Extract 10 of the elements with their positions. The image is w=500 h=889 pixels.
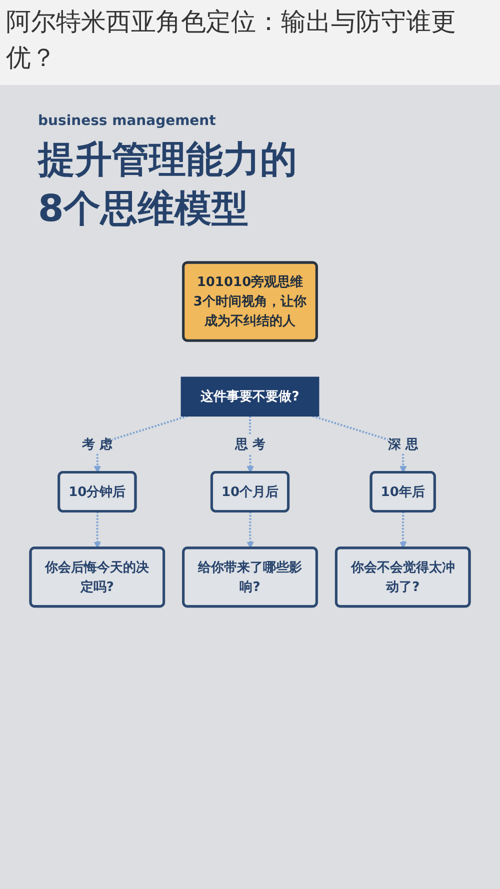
category-tag: business management: [38, 112, 216, 128]
node-box: 这件事要不要做?: [180, 377, 320, 417]
edge-label: 考 虑: [82, 436, 113, 452]
arrow: [246, 512, 254, 549]
page-title: 阿尔特米西亚角色定位：输出与防守谁更优？: [6, 7, 456, 72]
main-heading: 提升管理能力的8个思维模型: [38, 136, 298, 232]
arrow: [400, 512, 407, 549]
edge-label: 思 考: [234, 436, 266, 452]
arrow: [94, 512, 101, 549]
edge-label: 深 思: [388, 436, 418, 452]
